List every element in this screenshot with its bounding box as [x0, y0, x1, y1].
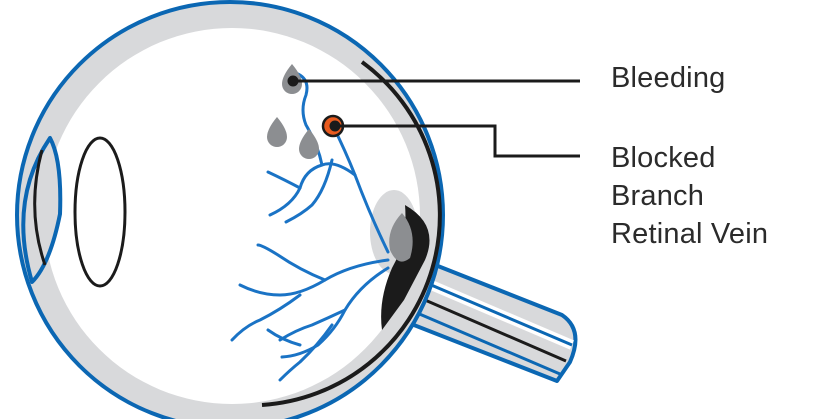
label-blocked-line3: Retinal Vein	[611, 215, 768, 253]
label-blocked-line2: Branch	[611, 177, 768, 215]
label-bleeding: Bleeding	[611, 59, 725, 97]
lens	[75, 138, 125, 286]
label-blocked-line1: Blocked	[611, 139, 768, 177]
label-bleeding-text: Bleeding	[611, 62, 725, 94]
label-blocked-branch-retinal-vein: Blocked Branch Retinal Vein	[611, 139, 768, 253]
